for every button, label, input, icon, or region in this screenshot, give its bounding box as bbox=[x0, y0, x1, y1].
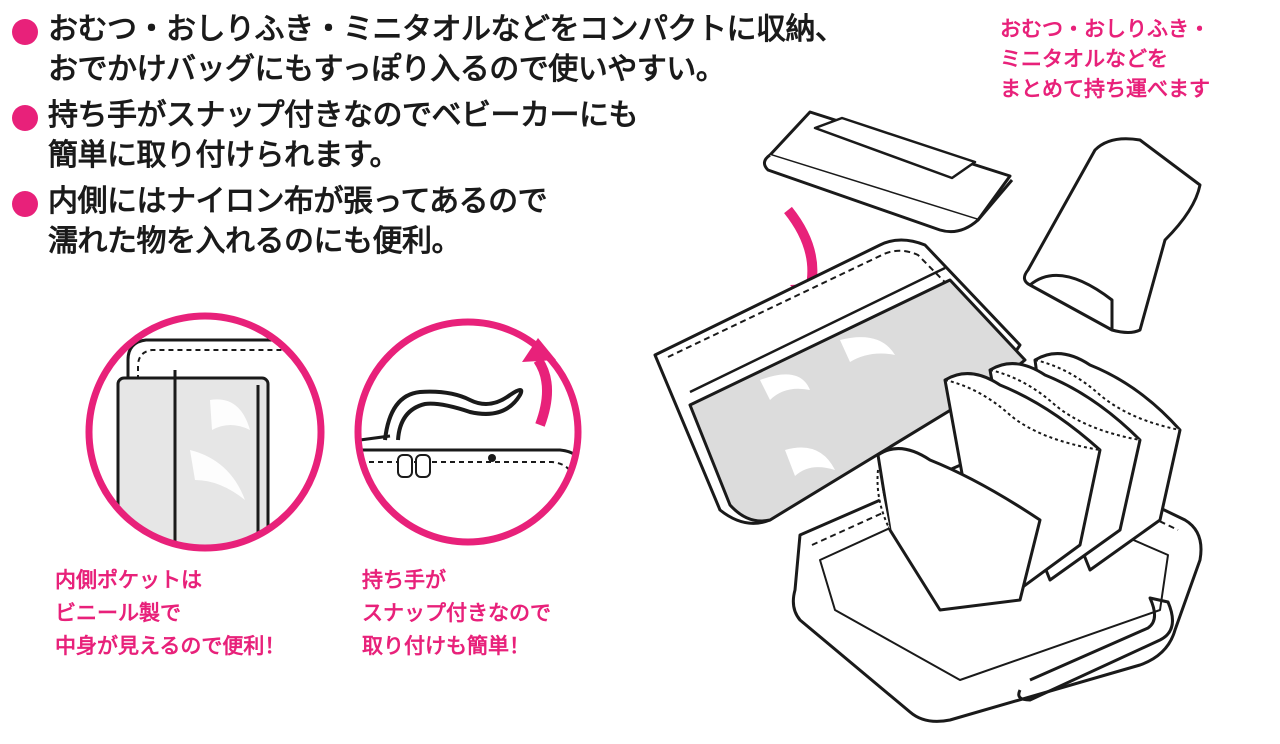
arrow-head-icon bbox=[522, 338, 556, 362]
case-handle bbox=[1017, 596, 1174, 702]
handle-detail-circle bbox=[354, 318, 582, 546]
caption-line: 取り付けも簡単！ bbox=[362, 634, 530, 658]
feature-list: おむつ・おしりふき・ミニタオルなどをコンパクトに収納、 おでかけバッグにもすっぽ… bbox=[12, 10, 845, 268]
caption-line: スナップ付きなので bbox=[362, 601, 551, 625]
pocket-caption: 内側ポケットは ビニール製で 中身が見えるので便利！ bbox=[55, 564, 285, 663]
bullet-dot-icon bbox=[12, 19, 38, 45]
callout-line: ミニタオルなどを bbox=[1000, 47, 1168, 71]
vinyl-pocket bbox=[116, 376, 270, 548]
towel-icon bbox=[1023, 137, 1202, 334]
caption-line: ビニール製で bbox=[55, 601, 181, 625]
pocket-detail-circle bbox=[85, 312, 325, 552]
wipes-pack-icon bbox=[763, 110, 1014, 234]
feature-line: 濡れた物を入れるのにも便利。 bbox=[48, 224, 462, 259]
feature-line: 持ち手がスナップ付きなのでベビーカーにも bbox=[48, 98, 639, 133]
handle-caption: 持ち手が スナップ付きなので 取り付けも簡単！ bbox=[362, 564, 551, 663]
case-illustration bbox=[653, 110, 1203, 723]
caption-line: 内側ポケットは bbox=[55, 568, 202, 592]
contents-callout: おむつ・おしりふき・ ミニタオルなどを まとめて持ち運べます bbox=[1000, 14, 1270, 104]
caption-line: 持ち手が bbox=[362, 568, 446, 592]
bullet-dot-icon bbox=[12, 191, 38, 217]
zipper-pull-icon bbox=[397, 454, 413, 478]
strap-handle bbox=[383, 388, 524, 441]
bullet-dot-icon bbox=[12, 105, 38, 131]
feature-line: 簡単に取り付けられます。 bbox=[48, 138, 400, 173]
feature-line: おでかけバッグにもすっぽり入るので使いやすい。 bbox=[48, 52, 726, 87]
drop-arrow-icon bbox=[784, 206, 818, 292]
caption-line: 中身が見えるので便利！ bbox=[55, 634, 286, 658]
feature-item: 持ち手がスナップ付きなのでベビーカーにも 簡単に取り付けられます。 bbox=[12, 96, 732, 176]
callout-line: おむつ・おしりふき・ bbox=[1000, 17, 1210, 41]
zipper-pull-icon bbox=[415, 454, 431, 478]
diaper-stack-icon bbox=[876, 352, 1182, 612]
feature-line: おむつ・おしりふき・ミニタオルなどをコンパクトに収納、 bbox=[48, 12, 845, 47]
lift-arrow-icon bbox=[533, 357, 553, 427]
feature-item: 内側にはナイロン布が張ってあるので 濡れた物を入れるのにも便利。 bbox=[12, 182, 732, 262]
callout-line: まとめて持ち運べます bbox=[1000, 77, 1210, 101]
feature-line: 内側にはナイロン布が張ってあるので bbox=[48, 184, 548, 219]
feature-item: おむつ・おしりふき・ミニタオルなどをコンパクトに収納、 おでかけバッグにもすっぽ… bbox=[12, 10, 845, 90]
